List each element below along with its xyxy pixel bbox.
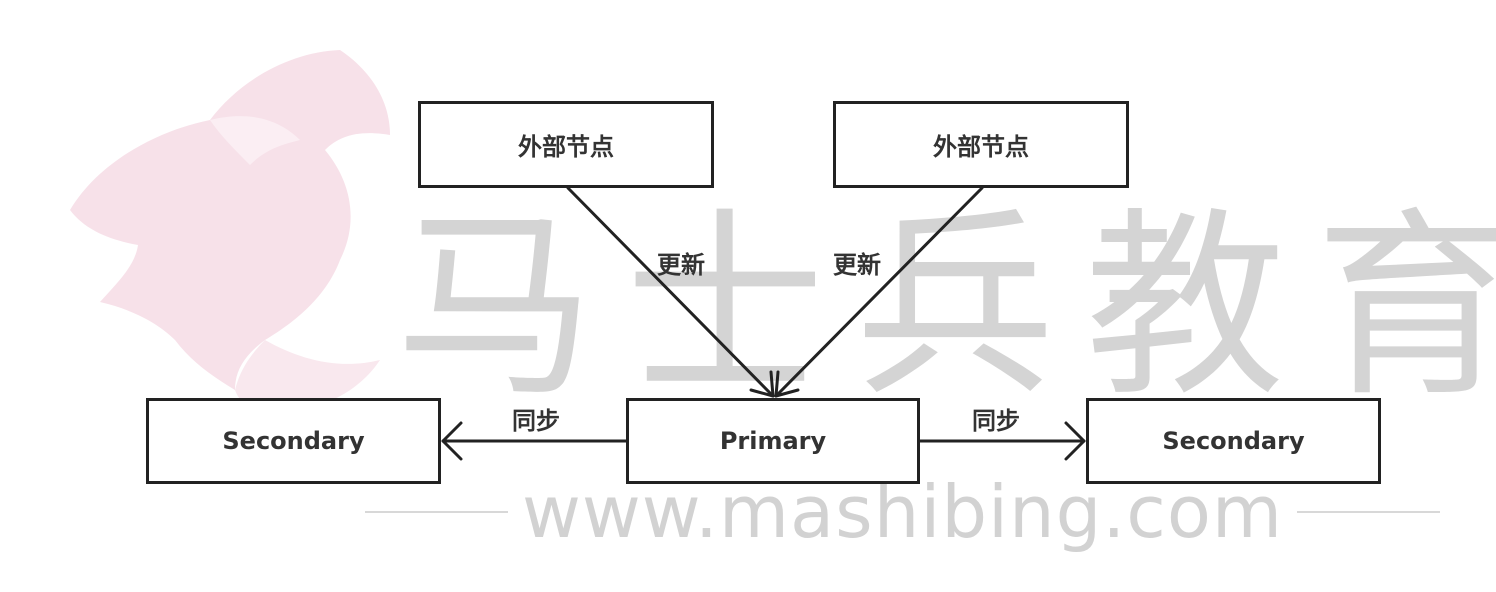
node-secondary-left: Secondary (146, 398, 441, 484)
edge-update-right (774, 186, 984, 398)
node-label: Secondary (222, 427, 365, 455)
node-label: Primary (719, 427, 827, 455)
node-secondary-right: Secondary (1086, 398, 1381, 484)
watermark-brand-text: 马士兵教育 (395, 191, 1496, 424)
horse-head-logo-icon (70, 50, 390, 412)
edge-label-sync-right: 同步 (972, 407, 1020, 435)
edge-label-update-left: 更新 (657, 251, 705, 279)
node-label: 外部节点 (518, 133, 614, 161)
node-external-left: 外部节点 (418, 101, 714, 188)
watermark-url-text: www.mashibing.com (521, 470, 1284, 554)
node-label: Secondary (1162, 427, 1305, 455)
watermark-rule-left (365, 511, 508, 513)
node-external-right: 外部节点 (833, 101, 1129, 188)
node-label: 外部节点 (933, 133, 1029, 161)
arrowhead-sync-right (1064, 421, 1086, 461)
arrowhead-update-right (774, 370, 800, 398)
watermark-rule-right (1297, 511, 1441, 513)
arrowhead-sync-left (441, 421, 463, 461)
edge-label-update-right: 更新 (833, 251, 881, 279)
watermark-url-row: www.mashibing.com (365, 470, 1441, 554)
arrowhead-update-left (749, 370, 775, 398)
node-primary: Primary (626, 398, 920, 484)
edge-label-sync-left: 同步 (512, 407, 560, 435)
edge-update-left (566, 186, 775, 398)
